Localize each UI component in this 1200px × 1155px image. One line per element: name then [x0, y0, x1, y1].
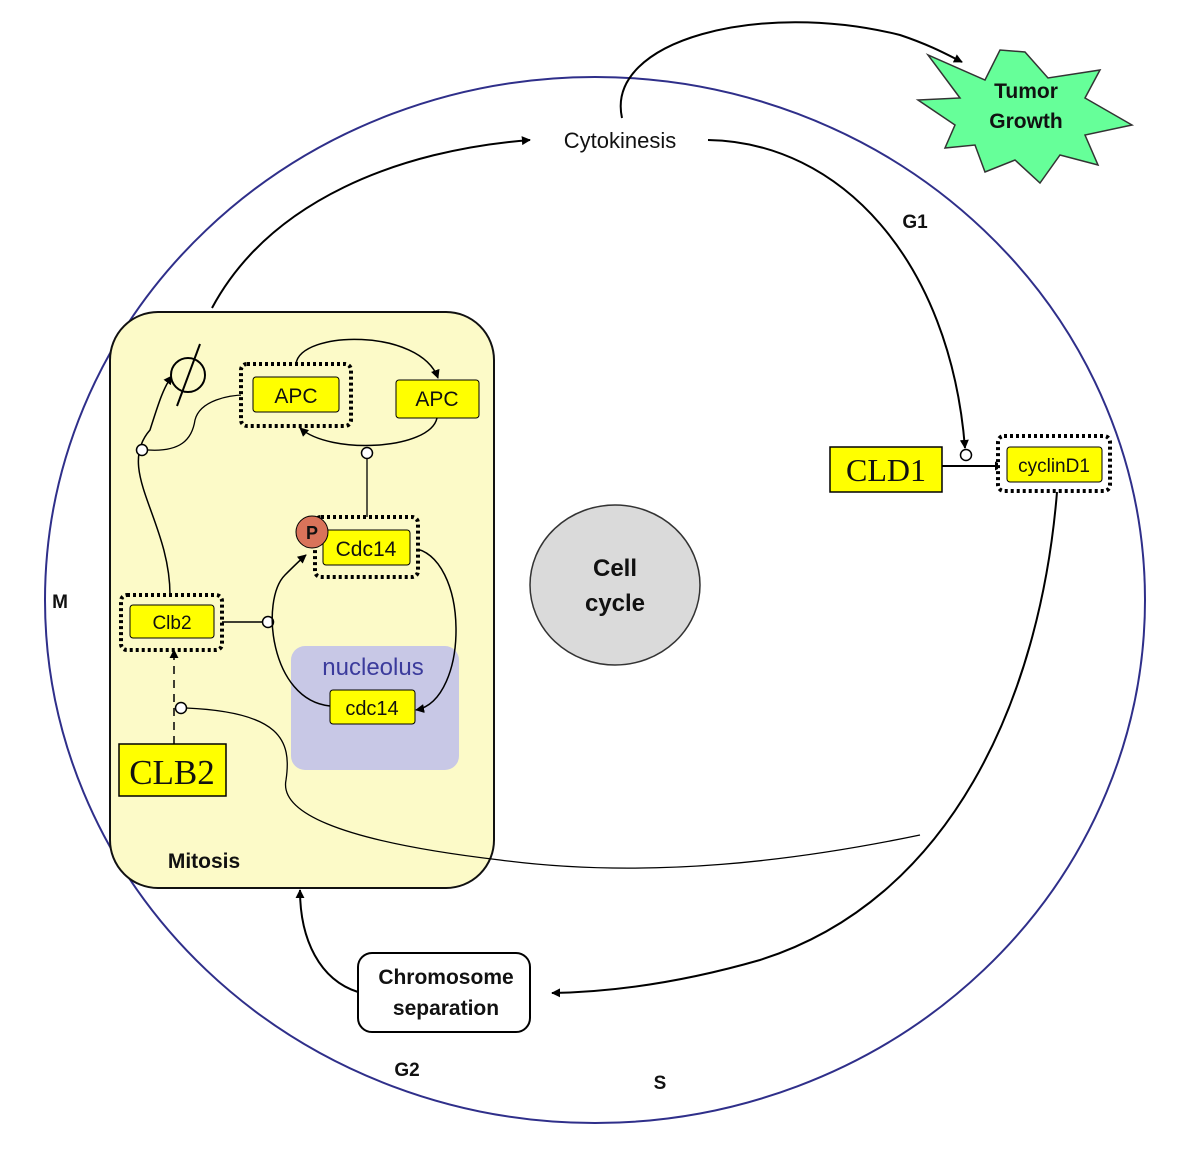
cytokinesis-to-cyclind1-arrow	[707, 139, 969, 449]
chromosome-to-mitosis-arrow	[295, 889, 359, 993]
regulation-node	[959, 448, 973, 462]
cdc14-release-arrow	[271, 554, 331, 707]
cld1-gene-box	[829, 446, 943, 493]
apc-label-right: APC	[415, 388, 458, 411]
mitosis-to-cytokinesis-arrow	[211, 136, 531, 309]
regulation-node	[174, 701, 188, 715]
cyclind1-to-chromosome-arrow	[551, 491, 1058, 998]
phase-m-label: M	[52, 592, 68, 613]
chromosome-separation-label-2: separation	[393, 997, 499, 1020]
apc-label-left: APC	[274, 385, 317, 408]
cdc14-label: Cdc14	[336, 538, 397, 561]
cyclind1-to-clb2-regulation	[185, 707, 921, 869]
regulation-node	[261, 615, 275, 629]
nucleolus-label: nucleolus	[322, 654, 423, 681]
chromosome-separation-box	[357, 952, 531, 1033]
cdc14-node	[322, 529, 411, 566]
phase-g2-label: G2	[394, 1060, 419, 1081]
clb2-gene-label: CLB2	[129, 753, 215, 792]
cytokinesis-to-tumor-arrow	[619, 21, 963, 119]
cdc14-sequestration-arrow	[411, 547, 457, 713]
tumor-growth-starburst	[915, 49, 1135, 185]
apc-activation-arrow	[295, 338, 440, 379]
cytokinesis-label: Cytokinesis	[564, 128, 676, 153]
apc-to-clb2-degradation-regulation	[147, 394, 246, 451]
clb2-gene-box	[118, 743, 227, 797]
phase-s-label: S	[654, 1073, 667, 1094]
cdc14-nucleolus-label: cdc14	[345, 698, 398, 720]
apc-inactivation-arrow	[299, 417, 438, 447]
chromosome-separation-label-1: Chromosome	[378, 966, 513, 989]
tumor-growth-label-1: Tumor	[994, 80, 1058, 103]
cell-cycle-ring	[44, 76, 1146, 1124]
clb2-label: Clb2	[152, 613, 191, 634]
regulation-node	[135, 443, 149, 457]
cell-cycle-label-2: cycle	[585, 590, 645, 617]
empty-set-icon	[170, 343, 206, 407]
phosphorylation-icon	[295, 515, 329, 549]
cld1-gene-label: CLD1	[846, 452, 926, 488]
cdc14-nucleolus-node	[329, 689, 416, 725]
regulation-node	[360, 446, 374, 460]
tumor-growth-label-2: Growth	[989, 110, 1063, 133]
cell-cycle-label-1: Cell	[593, 555, 637, 582]
cyclind1-node	[1006, 446, 1103, 483]
apc-node-left	[252, 376, 340, 413]
phase-g1-label: G1	[902, 212, 928, 233]
mitosis-label: Mitosis	[168, 850, 240, 873]
phosphorylation-label: P	[306, 523, 318, 543]
apc-node-right	[395, 379, 480, 419]
cyclind1-label: cyclinD1	[1018, 456, 1090, 477]
cell-cycle-center	[529, 504, 701, 666]
clb2-node	[129, 604, 215, 639]
